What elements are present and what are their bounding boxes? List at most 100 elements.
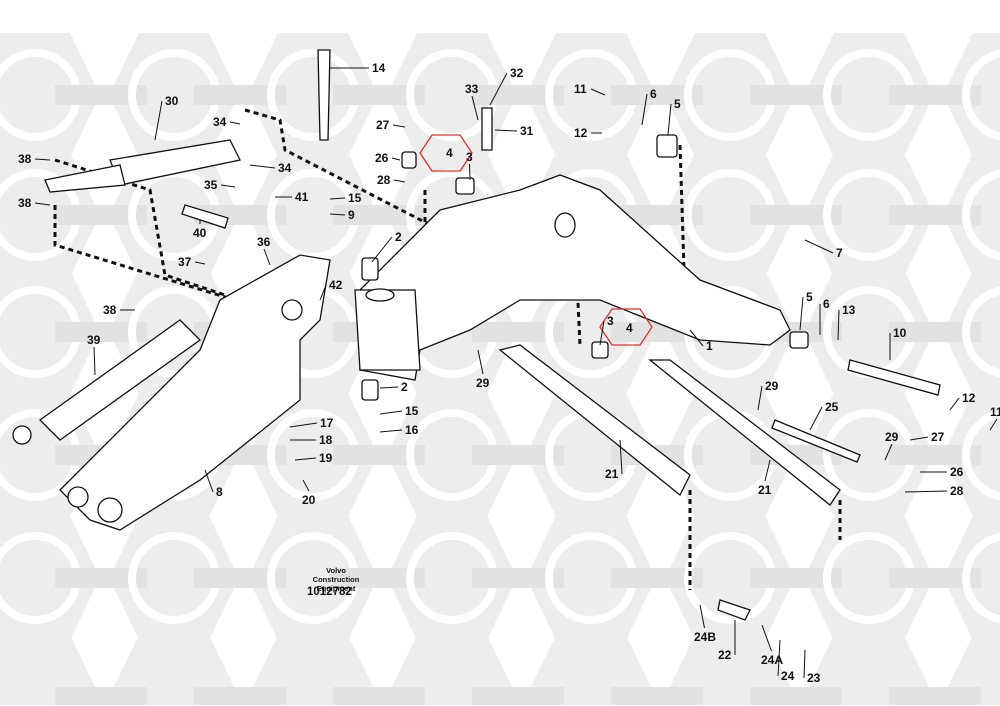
callout-leader <box>949 397 960 411</box>
callout-leader <box>989 418 998 431</box>
watermark-band <box>472 322 564 342</box>
callout-1: 1 <box>706 339 713 353</box>
bracket-pin-hole <box>97 497 123 523</box>
callout-leader <box>379 386 399 389</box>
callout-25: 25 <box>825 400 839 414</box>
callout-leader <box>757 385 763 411</box>
callout-leader <box>194 261 206 265</box>
watermark-hexagon <box>0 516 100 640</box>
callout-21: 21 <box>758 483 772 497</box>
callout-leader <box>229 121 241 125</box>
watermark-band <box>472 687 564 705</box>
watermark-band <box>55 322 147 342</box>
callout-29: 29 <box>885 430 899 444</box>
callout-12: 12 <box>962 391 976 405</box>
watermark-band <box>750 85 842 105</box>
callout-29: 29 <box>476 376 490 390</box>
callout-29: 29 <box>765 379 779 393</box>
callout-14: 14 <box>372 61 386 75</box>
assembly-line <box>53 205 236 302</box>
callout-leader <box>471 95 479 121</box>
callout-26: 26 <box>375 151 389 165</box>
watermark-logo-ring <box>962 49 1000 141</box>
callout-leader <box>699 604 705 629</box>
callout-34: 34 <box>278 161 292 175</box>
callout-15: 15 <box>405 404 419 418</box>
callout-30: 30 <box>165 94 179 108</box>
callout-leader <box>469 163 471 181</box>
bracket-pin-hole <box>67 486 89 508</box>
callout-8: 8 <box>216 485 223 499</box>
callout-17: 17 <box>320 416 334 430</box>
watermark-band <box>333 85 425 105</box>
cylinder-rod-eye <box>44 164 126 193</box>
cylinder-30 <box>109 139 241 186</box>
callout-13: 13 <box>842 303 856 317</box>
watermark-band <box>889 445 981 465</box>
pin-10 <box>847 359 941 396</box>
watermark-band <box>333 568 425 588</box>
maker-line-1: Volvo Construction <box>312 566 360 584</box>
callout-12: 12 <box>574 126 588 140</box>
watermark-band <box>611 568 703 588</box>
callout-38: 38 <box>18 152 32 166</box>
callout-leader <box>489 72 508 106</box>
boom-pivot <box>554 212 576 238</box>
pin-25 <box>771 419 861 463</box>
watermark-band <box>333 445 425 465</box>
watermark-band <box>472 445 564 465</box>
callout-23: 23 <box>807 671 821 685</box>
callout-leader <box>641 93 648 126</box>
callout-18: 18 <box>319 433 333 447</box>
highlight-hexagon <box>419 134 473 172</box>
swing-bracket <box>59 254 331 531</box>
callout-leader <box>34 202 51 206</box>
callout-leader <box>689 329 704 347</box>
drawing-number: 1012782 <box>307 586 352 598</box>
watermark-band <box>750 205 842 225</box>
maker-line-2: Equipment <box>316 584 356 593</box>
callout-27: 27 <box>931 430 945 444</box>
boom <box>359 174 791 381</box>
watermark-band <box>55 205 147 225</box>
callout-leader <box>777 639 781 677</box>
callout-leader <box>289 422 318 428</box>
callout-leader <box>764 459 771 482</box>
callout-leader <box>494 129 518 132</box>
callout-28: 28 <box>950 484 964 498</box>
watermark-band <box>611 687 703 705</box>
callout-leader <box>379 410 403 415</box>
pin-14 <box>317 49 331 141</box>
pin-40 <box>181 204 229 229</box>
callout-leader <box>799 296 804 331</box>
callout-leader <box>477 349 484 375</box>
callout-10: 10 <box>893 326 907 340</box>
callout-4: 4 <box>446 146 453 160</box>
callout-42: 42 <box>329 278 343 292</box>
callout-leader <box>249 164 276 169</box>
bushing <box>401 151 417 169</box>
callout-11: 11 <box>990 405 1000 419</box>
bushing <box>789 331 809 349</box>
bushing <box>455 177 475 195</box>
callout-leader <box>619 439 623 475</box>
watermark-band <box>194 568 286 588</box>
callout-leader <box>319 284 327 301</box>
callout-leader <box>391 157 401 161</box>
callout-5: 5 <box>674 97 681 111</box>
callout-33: 33 <box>465 82 479 96</box>
callout-35: 35 <box>204 178 218 192</box>
callout-15: 15 <box>348 191 362 205</box>
callout-leader <box>761 624 772 652</box>
callout-22: 22 <box>718 648 732 662</box>
callout-leader <box>329 213 346 216</box>
callout-26: 26 <box>950 465 964 479</box>
cylinder-eye <box>12 425 32 445</box>
callout-leader <box>837 309 840 341</box>
callout-21: 21 <box>605 467 619 481</box>
callout-6: 6 <box>823 297 830 311</box>
callout-11: 11 <box>574 82 587 96</box>
callout-leader <box>93 346 96 376</box>
